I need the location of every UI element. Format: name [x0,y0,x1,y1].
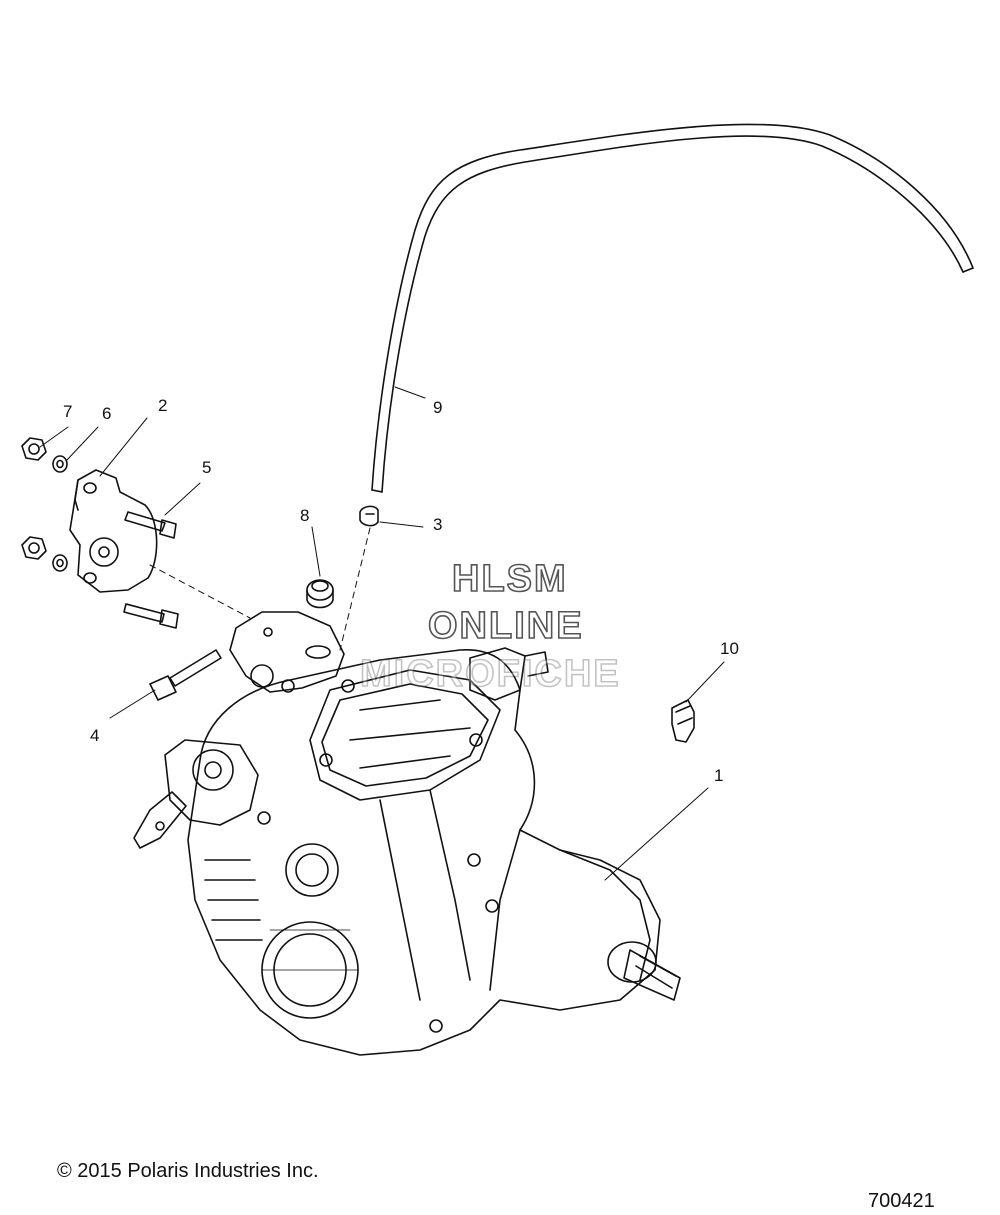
leader-lines [39,386,725,881]
callout-6: 6 [102,404,112,423]
callout-10: 10 [720,639,739,658]
figure-number: 700421 [868,1190,935,1212]
callout-4: 4 [90,726,100,745]
callout-8: 8 [300,506,310,525]
callout-9: 9 [433,398,443,417]
callout-7: 7 [63,402,73,421]
vent-hose-part [371,123,974,493]
watermark-line-2: ONLINE [427,605,584,647]
gearcase-assembly-part [133,611,681,1056]
washer-part [52,455,68,572]
hose-clamp-part [359,505,379,527]
nut-part [21,437,47,560]
watermark-line-1: HLSM [451,558,568,600]
clip-part [671,699,695,743]
callout-5: 5 [202,458,212,477]
grommet-part [306,579,334,609]
copyright-text: © 2015 Polaris Industries Inc. [57,1160,319,1182]
bolt-part [123,511,179,629]
callout-2: 2 [158,396,168,415]
long-bolt-part [149,649,222,701]
callout-1: 1 [714,766,724,785]
mount-bracket-part [69,469,158,593]
watermark-line-3: MICROFICHE [359,653,621,695]
callout-3: 3 [433,515,443,534]
